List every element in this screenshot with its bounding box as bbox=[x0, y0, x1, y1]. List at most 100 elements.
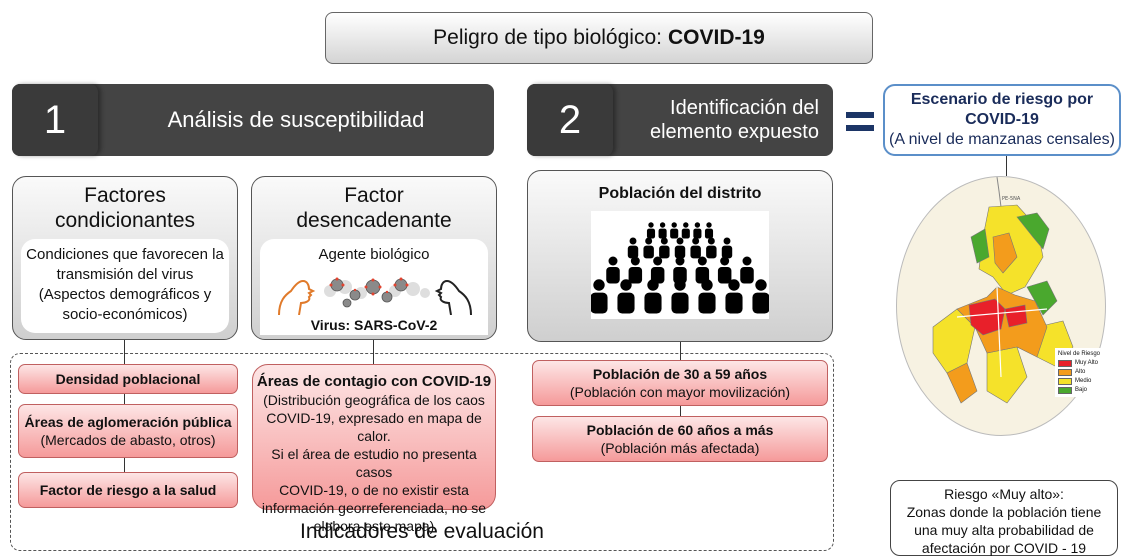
risk-map: PE-5NA bbox=[932, 177, 1074, 404]
step2-number: 2 bbox=[527, 84, 613, 156]
page-title: Peligro de tipo biológico: COVID-19 bbox=[325, 12, 873, 64]
indicator-aglomeracion-note: (Mercados de abasto, otros) bbox=[40, 432, 216, 448]
connector-left-2 bbox=[124, 458, 125, 472]
scenario-box: Escenario de riesgo por COVID-19 (A nive… bbox=[883, 84, 1121, 156]
fc-desc-line1: Condiciones que favorecen la bbox=[26, 246, 224, 263]
fc-description: Condiciones que favorecen la transmisión… bbox=[21, 239, 229, 333]
person-silhouette bbox=[643, 237, 654, 259]
fd-agent-label: Agente biológico bbox=[318, 246, 430, 263]
fc-desc-line3: (Aspectos demográficos y bbox=[38, 286, 212, 303]
connector-pob-2 bbox=[680, 406, 681, 416]
legend-item-medio: Medio bbox=[1058, 377, 1104, 386]
indicator-aglomeracion-label: Áreas de aglomeración pública bbox=[24, 414, 232, 430]
indicator-aglomeracion: Áreas de aglomeración pública (Mercados … bbox=[18, 404, 238, 458]
poblacion-title: Población del distrito bbox=[598, 185, 762, 202]
step2-box: 2 Identificación del elemento expuesto bbox=[527, 84, 833, 156]
person-silhouette bbox=[721, 237, 733, 259]
legend-item-bajo: Bajo bbox=[1058, 386, 1104, 395]
fc-title-line2: condicionantes bbox=[54, 209, 196, 232]
connector-pob bbox=[680, 342, 681, 360]
person-silhouette bbox=[590, 279, 608, 314]
riesgo-line2: Zonas donde la población tiene bbox=[906, 504, 1102, 520]
equals-sign bbox=[846, 112, 874, 134]
indicator-factor-riesgo-label: Factor de riesgo a la salud bbox=[39, 482, 217, 498]
map-circle: PE-5NA bbox=[896, 176, 1106, 436]
scenario-connector bbox=[1006, 156, 1007, 176]
step2-label-line2: elemento expuesto bbox=[649, 121, 819, 143]
legend-item-muy-alto: Muy Alto bbox=[1058, 359, 1104, 368]
riesgo-line4: afectación por COVID - 19 bbox=[921, 540, 1087, 556]
equals-bar-top bbox=[846, 112, 874, 118]
indicator-densidad: Densidad poblacional bbox=[18, 364, 238, 394]
person-silhouette bbox=[698, 279, 716, 314]
indicator-contagio-label: Áreas de contagio con COVID-19 bbox=[256, 373, 492, 390]
map-legend: Nivel de Riesgo Muy Alto Alto Medio Bajo bbox=[1055, 348, 1107, 397]
step1-box: 1 Análisis de susceptibilidad bbox=[12, 84, 494, 156]
person-silhouette bbox=[693, 222, 702, 239]
indicator-poblacion-30-59: Población de 30 a 59 años (Población con… bbox=[532, 360, 828, 406]
title-prefix: Peligro de tipo biológico: bbox=[433, 26, 662, 49]
equals-bar-bottom bbox=[846, 125, 874, 131]
connector-left-1 bbox=[124, 394, 125, 404]
fd-title-line1: Factor bbox=[344, 184, 404, 207]
factor-desencadenante-title: Factor desencadenante bbox=[252, 183, 496, 233]
person-silhouette bbox=[671, 279, 689, 314]
indicator-factor-riesgo: Factor de riesgo a la salud bbox=[18, 472, 238, 508]
scenario-line2: COVID-19 bbox=[965, 111, 1039, 128]
riesgo-line3: una muy alta probabilidad de bbox=[914, 522, 1094, 538]
indicator-pob-60-label: Población de 60 años a más bbox=[586, 422, 774, 438]
fc-desc-line2: transmisión del virus bbox=[56, 266, 194, 283]
contagio-line6: elabora este mapa) bbox=[313, 518, 435, 534]
people-illustration bbox=[590, 211, 770, 319]
person-silhouette bbox=[752, 279, 770, 314]
person-silhouette bbox=[717, 256, 732, 284]
fc-desc-line4: socio-económicos) bbox=[62, 306, 188, 323]
contagio-line5: información georreferenciada, no se bbox=[261, 500, 487, 516]
factores-condicionantes-box: Factores condicionantes Condiciones que … bbox=[12, 176, 238, 340]
indicadores-container bbox=[10, 353, 834, 551]
factores-condicionantes-title: Factores condicionantes bbox=[13, 183, 237, 233]
person-silhouette bbox=[644, 279, 662, 314]
fd-title-line2: desencadenante bbox=[296, 209, 452, 232]
indicator-densidad-label: Densidad poblacional bbox=[55, 371, 201, 387]
fd-virus-label: Virus: SARS-CoV-2 bbox=[260, 315, 488, 335]
indicadores-label: Indicadores de evaluación bbox=[299, 520, 544, 543]
person-silhouette bbox=[740, 256, 754, 284]
riesgo-note: Riesgo «Muy alto»: Zonas donde la poblac… bbox=[890, 480, 1118, 556]
indicator-pob-60-note: (Población más afectada) bbox=[600, 440, 760, 456]
person-silhouette bbox=[606, 256, 620, 284]
people-crowd-icon bbox=[590, 222, 770, 314]
contagio-line4: COVID-19, o de no existir esta bbox=[279, 482, 469, 498]
person-silhouette bbox=[673, 256, 687, 284]
person-silhouette bbox=[704, 222, 714, 239]
person-silhouette bbox=[659, 237, 670, 259]
connector-fd bbox=[373, 340, 374, 364]
legend-item-alto: Alto bbox=[1058, 368, 1104, 377]
person-silhouette bbox=[617, 279, 635, 314]
scenario-line3: (A nivel de manzanas censales) bbox=[889, 131, 1115, 148]
factor-desencadenante-box: Factor desencadenante Agente biológico bbox=[251, 176, 497, 340]
title-bold: COVID-19 bbox=[667, 26, 765, 49]
fd-inner: Agente biológico Virus: SARS-C bbox=[260, 239, 488, 335]
step1-number: 1 bbox=[12, 84, 98, 156]
person-silhouette bbox=[627, 237, 639, 259]
person-silhouette bbox=[706, 237, 717, 259]
indicator-pob-30-59-note: (Población con mayor movilización) bbox=[569, 384, 791, 400]
step2-label-line1: Identificación del bbox=[670, 97, 819, 119]
person-silhouette bbox=[681, 222, 690, 239]
legend-title: Nivel de Riesgo bbox=[1058, 351, 1101, 357]
person-silhouette bbox=[658, 222, 667, 239]
step2-label: Identificación del elemento expuesto bbox=[613, 96, 833, 144]
person-silhouette bbox=[670, 222, 679, 239]
virus-transmission-icon bbox=[278, 277, 472, 316]
poblacion-box: Población del distrito bbox=[527, 170, 833, 342]
indicator-pob-30-59-label: Población de 30 a 59 años bbox=[592, 366, 768, 382]
indicator-poblacion-60: Población de 60 años a más (Población má… bbox=[532, 416, 828, 462]
person-silhouette bbox=[674, 237, 686, 259]
person-silhouette bbox=[690, 237, 701, 259]
person-silhouette bbox=[646, 222, 656, 239]
contagio-line2: COVID-19, expresado en mapa de calor. bbox=[266, 410, 482, 444]
connector-fc bbox=[124, 340, 125, 364]
person-silhouette bbox=[628, 256, 643, 284]
step1-label: Análisis de susceptibilidad bbox=[167, 107, 425, 132]
